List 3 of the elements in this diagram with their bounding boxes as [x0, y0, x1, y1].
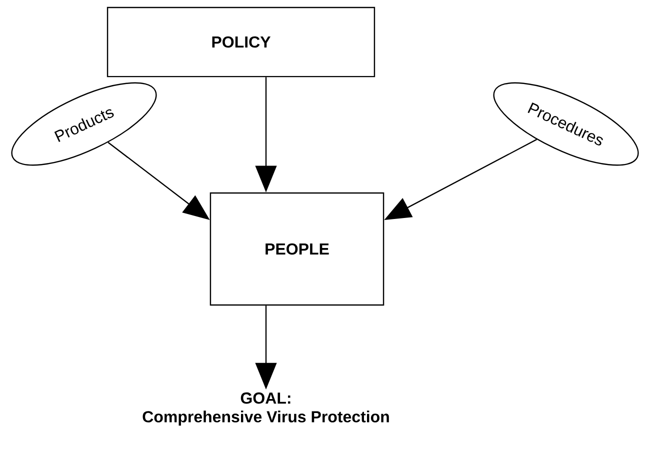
goal-text: GOAL: Comprehensive Virus Protection	[142, 392, 389, 426]
process-box: PEOPLE	[210, 192, 384, 306]
process-box: POLICY	[106, 6, 376, 78]
